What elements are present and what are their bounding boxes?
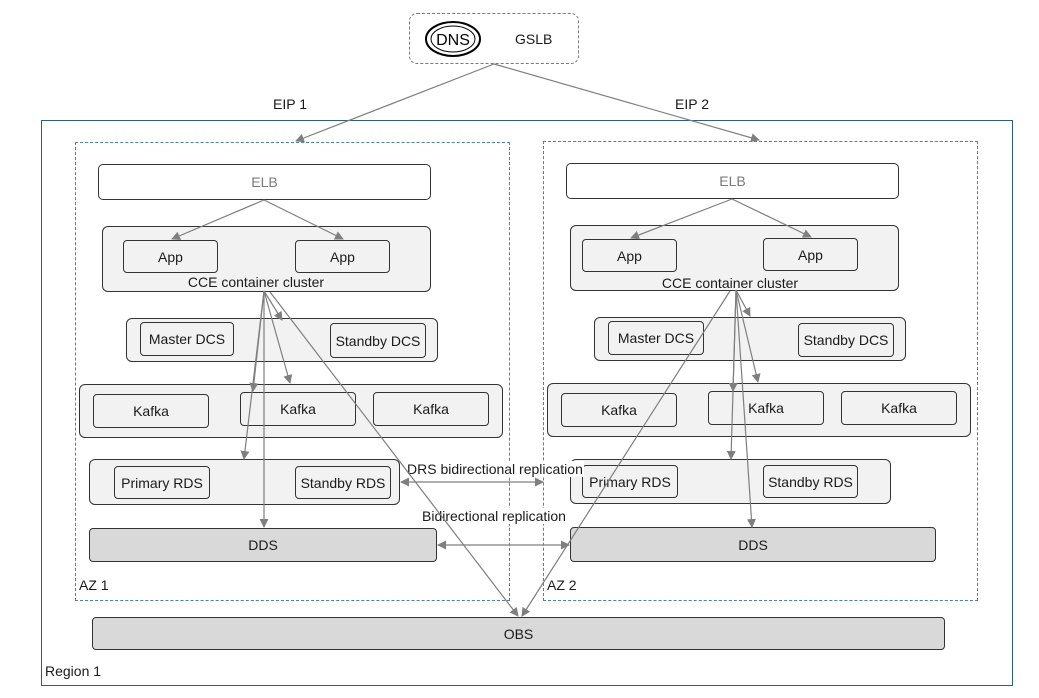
az1-standby-dcs: Standby DCS — [330, 323, 426, 358]
az1-kafka-1: Kafka — [93, 394, 209, 428]
az2-kafka-2: Kafka — [708, 391, 824, 425]
az1-frame — [75, 142, 510, 601]
drs-replication-label: DRS bidirectional replication — [406, 461, 584, 477]
az1-primary-rds: Primary RDS — [114, 466, 210, 499]
az2-label: AZ 2 — [547, 577, 577, 593]
az2-elb: ELB — [566, 163, 899, 199]
az2-standby-rds: Standby RDS — [763, 465, 858, 498]
region-label: Region 1 — [45, 663, 102, 679]
az1-kafka-3: Kafka — [373, 392, 489, 426]
eip2-label: EIP 2 — [675, 96, 709, 112]
az2-cluster-to-obs-arrow — [521, 290, 731, 617]
dns-icon: DNS — [425, 21, 481, 57]
az1-elb: ELB — [98, 164, 431, 200]
az1-cluster-to-obs-arrow — [269, 291, 519, 617]
dds-replication-label: Bidirectional replication — [421, 508, 567, 524]
az1-cluster-label: CCE container cluster — [187, 274, 325, 290]
gslb-node: DNS GSLB — [409, 13, 579, 64]
az2-master-dcs: Master DCS — [608, 321, 704, 355]
az1-cluster-to-kafka2-arrow — [263, 290, 293, 384]
az2-kafka-1: Kafka — [561, 393, 677, 427]
az2-cluster-label: CCE container cluster — [661, 275, 799, 291]
az1-master-dcs: Master DCS — [140, 322, 234, 356]
az2-frame — [543, 141, 978, 601]
eip1-label: EIP 1 — [273, 96, 307, 112]
az2-primary-rds: Primary RDS — [582, 465, 678, 498]
az1-kafka-2: Kafka — [240, 392, 356, 426]
az2-elb-to-app2-arrow — [731, 198, 812, 238]
az2-cluster-to-kafka-arrow — [735, 289, 761, 383]
az1-dds: DDS — [89, 528, 437, 562]
az1-elb-to-app2-arrow — [263, 199, 344, 240]
az2-standby-dcs: Standby DCS — [798, 323, 894, 357]
az1-app-2: App — [295, 240, 390, 273]
az1-cluster-to-dcs-arrow — [263, 290, 283, 321]
obs-storage: OBS — [92, 617, 945, 650]
gslb-label: GSLB — [515, 31, 553, 47]
az1-app-1: App — [123, 240, 218, 273]
gslb-to-az1-arrow — [295, 63, 495, 143]
az2-cluster-to-dds-arrow — [735, 289, 756, 528]
az1-standby-rds: Standby RDS — [295, 466, 391, 499]
gslb-to-az2-arrow — [493, 63, 760, 143]
az2-cluster-to-rds-arrow — [726, 289, 737, 460]
az1-cluster-to-rds-arrow — [240, 290, 265, 460]
az2-cluster-to-dcs-arrow — [735, 289, 751, 317]
az2-app-1: App — [582, 239, 677, 272]
az2-kafka-3: Kafka — [841, 391, 957, 425]
dns-icon-text: DNS — [436, 32, 470, 49]
az1-label: AZ 1 — [79, 577, 109, 593]
az2-app-2: App — [763, 238, 858, 271]
az2-elb-to-app1-arrow — [630, 198, 733, 240]
az1-elb-to-app1-arrow — [171, 199, 265, 241]
region-frame — [41, 120, 1013, 686]
